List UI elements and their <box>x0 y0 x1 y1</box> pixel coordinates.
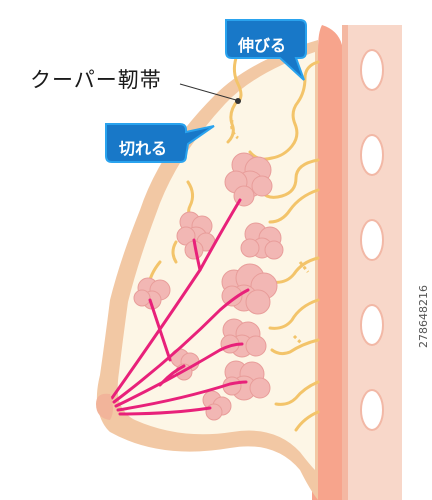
stretch-badge <box>225 19 307 81</box>
milk-ducts <box>110 198 250 416</box>
chest-wall <box>312 25 402 500</box>
rib-bone-3 <box>360 219 384 261</box>
torn-mark-1 <box>298 261 310 273</box>
torn-mark-3 <box>230 119 239 140</box>
rib-bone-2 <box>360 134 384 176</box>
lobule-1 <box>224 152 273 207</box>
rib-bone-5 <box>360 389 384 431</box>
tear-badge <box>105 123 215 163</box>
duct-1 <box>110 198 242 400</box>
lobule-4 <box>221 263 278 315</box>
duct-2 <box>112 288 250 404</box>
ligament-left-3 <box>171 240 178 264</box>
tear-badge-label: 切れる <box>118 139 167 158</box>
ligament-lower-2 <box>294 410 320 432</box>
duct-5 <box>118 406 212 416</box>
ligament-top-stretched <box>248 60 320 161</box>
duct-3 <box>114 342 244 408</box>
rib-layer-edge <box>342 25 348 500</box>
stretch-badge-label: 伸びる <box>237 36 286 55</box>
rib-bones <box>360 49 384 431</box>
cooper-ligament-label: クーパー靭帯 <box>30 68 162 92</box>
torn-ligament-marks <box>230 119 310 346</box>
cooper-ligaments <box>136 28 320 432</box>
duct-4 <box>116 380 248 412</box>
duct-3-branch <box>158 364 186 387</box>
duct-1-branch <box>192 238 202 272</box>
muscle-layer <box>312 25 342 500</box>
rib-bone-1 <box>360 49 384 91</box>
ligament-lower-1 <box>274 380 320 406</box>
lobule-8 <box>222 360 271 401</box>
rib-bone-4 <box>360 304 384 346</box>
breast-tissue <box>117 52 315 470</box>
nipple <box>96 393 113 420</box>
torn-mark-2 <box>292 334 304 346</box>
cooper-ligament-pointer <box>179 83 241 104</box>
ligament-mid-4 <box>268 298 320 330</box>
stock-image-id: 278648216 <box>417 285 430 348</box>
lobule-5 <box>133 277 171 310</box>
ligament-upper-left <box>226 98 240 144</box>
ligament-mid-5 <box>270 338 320 356</box>
ligament-mid-1 <box>260 158 320 199</box>
lobule-3 <box>240 222 284 260</box>
lobule-2 <box>176 211 216 260</box>
ligament-mid-2 <box>268 188 320 224</box>
ligament-mid-3 <box>270 256 320 284</box>
duct-2-branch <box>148 298 172 362</box>
